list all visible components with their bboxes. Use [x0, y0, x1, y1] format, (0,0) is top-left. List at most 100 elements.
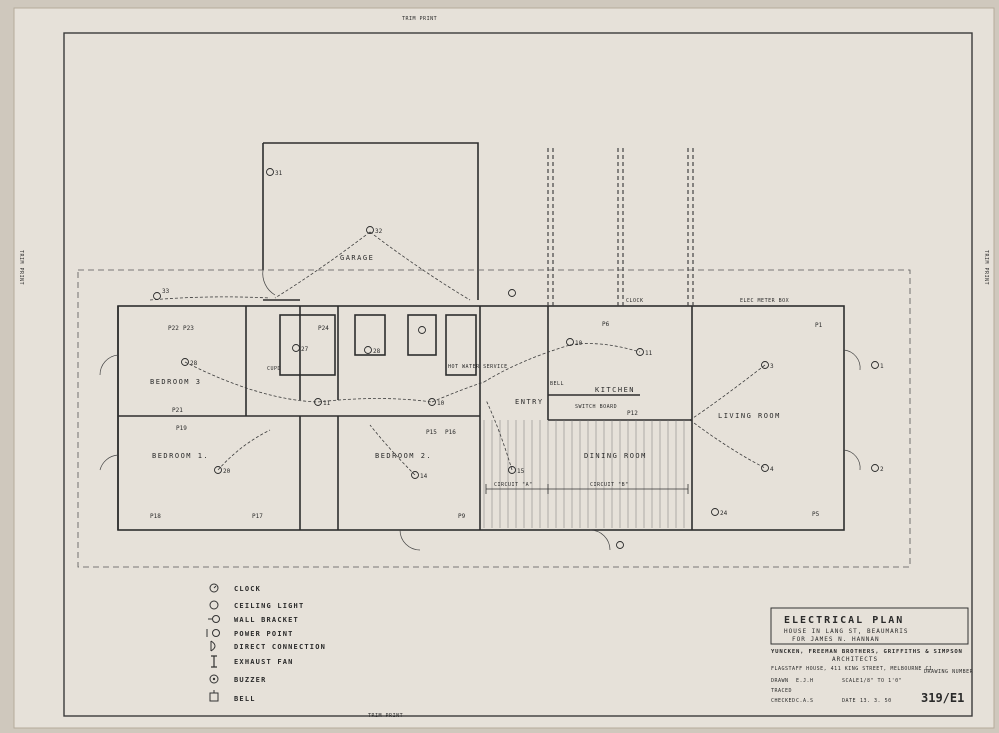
ceiling-light-icon [366, 226, 374, 234]
drawing-subtitle-1: HOUSE IN LANG ST, BEAUMARIS [784, 628, 909, 635]
light-number: 20 [223, 468, 231, 475]
drawing-number: 319/E1 [921, 691, 964, 705]
title-block: ELECTRICAL PLAN HOUSE IN LANG ST, BEAUMA… [770, 607, 974, 705]
trim-print-right: TRIM PRINT [983, 250, 989, 285]
ceiling-light-icon [761, 464, 769, 472]
room-living: LIVING ROOM [718, 412, 781, 420]
circuit-b-label: CIRCUIT "B" [590, 482, 629, 488]
note-cupd: CUPD [267, 366, 281, 372]
power-point-label: P15 [426, 429, 437, 436]
room-garage: GARAGE [340, 254, 374, 262]
power-point-icon [212, 629, 220, 637]
light-number: 28 [190, 360, 198, 367]
drawn-value: E.J.H [796, 678, 814, 684]
light-number: 33 [162, 288, 170, 295]
power-point-label: P18 [150, 513, 161, 520]
ceiling-light-icon [508, 466, 516, 474]
legend-label: POWER POINT [234, 630, 294, 638]
ceiling-light-icon [411, 471, 419, 479]
legend-item-power-point: POWER POINT [206, 629, 294, 638]
room-bedroom-1: BEDROOM 1. [152, 452, 209, 460]
ceiling-light-icon [871, 464, 879, 472]
circuit-a-label: CIRCUIT "A" [494, 482, 533, 488]
ceiling-light-icon [153, 292, 161, 300]
firm-architects: ARCHITECTS [832, 656, 878, 663]
light-number: 27 [301, 346, 309, 353]
legend-label: CEILING LIGHT [234, 602, 304, 610]
power-point-label: P23 [183, 325, 194, 332]
scale-label: SCALE [842, 678, 860, 684]
date-value: 13. 3. 50 [860, 698, 892, 704]
ceiling-light-icon [871, 361, 879, 369]
clock-icon [209, 583, 219, 593]
legend-label: CLOCK [234, 585, 261, 593]
drawn-label: DRAWN [771, 678, 789, 684]
ceiling-light-icon [418, 326, 426, 334]
ceiling-light-icon [214, 466, 222, 474]
light-number: 15 [517, 468, 525, 475]
legend-item-ceiling-light: CEILING LIGHT [209, 600, 304, 610]
light-number: 1 [880, 363, 884, 370]
power-point-label: P16 [445, 429, 456, 436]
note-meter-box: ELEC METER BOX [740, 298, 789, 304]
power-point-label: P24 [318, 325, 329, 332]
legend-item-exhaust-fan: EXHAUST FAN [211, 655, 294, 668]
power-point-label: P17 [252, 513, 263, 520]
legend-label: BUZZER [234, 676, 267, 684]
legend-label: DIRECT CONNECTION [234, 643, 326, 651]
ceiling-light-icon [266, 168, 274, 176]
drawing-border [63, 32, 973, 717]
firm-name: YUNCKEN, FREEMAN BROTHERS, GRIFFITHS & S… [771, 649, 963, 655]
door-swings [99, 269, 861, 551]
power-point-label: P9 [458, 513, 466, 520]
power-point-label: P5 [812, 511, 820, 518]
ceiling-light-icon [364, 346, 372, 354]
power-point-label: P21 [172, 407, 183, 414]
circuit-dimension [485, 484, 689, 494]
ceiling-lights [153, 168, 879, 549]
ceiling-light-icon [428, 398, 436, 406]
dining-floor-hatch [483, 420, 685, 528]
circuit-wiring [149, 231, 766, 476]
scale-value: 1/8" TO 1'0" [860, 678, 902, 684]
power-point-label: P19 [176, 425, 187, 432]
power-point-labels: P1 P22 P23 P21 P19 P18 P17 P15 P16 P12 P… [150, 321, 823, 520]
direct-connection-icon [210, 640, 216, 652]
ceiling-light-icon [181, 358, 189, 366]
checked-value: C.A.S [796, 698, 814, 704]
ceiling-light-icon [616, 541, 624, 549]
ceiling-light-icon [711, 508, 719, 516]
legend-label: BELL [234, 695, 256, 703]
note-clock: CLOCK [626, 298, 644, 304]
drawing-subtitle-2: FOR JAMES N. HANNAN [792, 636, 880, 643]
legend-item-direct-connection: DIRECT CONNECTION [210, 640, 326, 652]
light-number: 31 [275, 170, 283, 177]
legend-label: EXHAUST FAN [234, 658, 294, 666]
light-number: 11 [645, 350, 653, 357]
light-number: 10 [437, 400, 445, 407]
legend-item-bell: BELL [209, 690, 256, 703]
room-bedroom-3: BEDROOM 3 [150, 378, 201, 386]
legend-label: WALL BRACKET [234, 616, 299, 624]
room-kitchen: KITCHEN [595, 386, 635, 394]
ceiling-light-icon [566, 338, 574, 346]
light-number: 28 [373, 348, 381, 355]
room-entry: ENTRY [515, 398, 544, 406]
trim-print-bottom: TRIM PRINT [368, 713, 403, 719]
power-point-label: P22 [168, 325, 179, 332]
room-dining: DINING ROOM [584, 452, 647, 460]
legend: CLOCK CEILING LIGHT WALL BRACKET POWER P… [206, 583, 326, 703]
ceiling-light-icon [636, 348, 644, 356]
wall-bracket-icon [212, 615, 220, 623]
legend-item-clock: CLOCK [209, 583, 261, 593]
light-number: 32 [375, 228, 383, 235]
note-hot-water: HOT WATER SERVICE [448, 364, 508, 370]
ceiling-light-icon [314, 398, 322, 406]
legend-item-wall-bracket: WALL BRACKET [208, 615, 299, 624]
buzzer-icon [209, 674, 219, 684]
ceiling-light-icon [761, 361, 769, 369]
legend-item-buzzer: BUZZER [209, 674, 267, 684]
drawing-number-label: DRAWING NUMBER [924, 669, 974, 675]
trim-print-left: TRIM PRINT [18, 250, 24, 285]
